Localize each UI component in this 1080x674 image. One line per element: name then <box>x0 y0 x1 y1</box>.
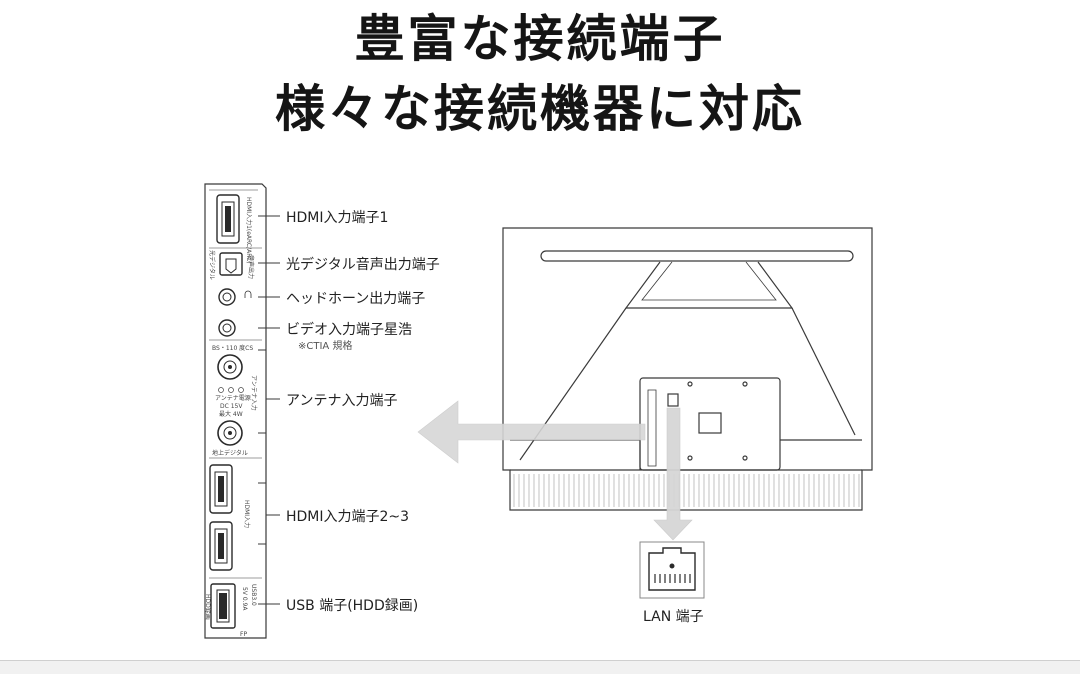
hdmi-side-tag: HDMI入力 <box>243 500 251 528</box>
antenna-bs-jack <box>217 354 243 380</box>
label-usb: USB 端子(HDD録画) <box>286 598 419 614</box>
optical-port <box>219 252 243 276</box>
pointer-arrows <box>417 400 693 541</box>
usb-port <box>210 583 236 629</box>
bottom-divider <box>0 660 1080 674</box>
label-video: ビデオ入力端子星浩 <box>286 322 412 338</box>
left-arrow <box>417 400 646 464</box>
usb-spec: 5V 0.9A <box>241 587 248 611</box>
label-headphone: ヘッドホーン出力端子 <box>286 291 426 307</box>
label-video-note: ※CTIA 規格 <box>298 341 353 352</box>
label-antenna: アンテナ入力端子 <box>286 393 398 409</box>
power-note-3: 最大 4W <box>219 410 243 418</box>
antenna-side-tag: アンテナ入力 <box>250 375 258 411</box>
hdmi-port-2 <box>209 464 233 514</box>
hdd-tag: HDD録画 <box>204 594 212 620</box>
optical-side-tag: 音声出力 <box>247 255 255 279</box>
headline-line-1: 豊富な接続端子 <box>354 10 726 68</box>
hdmi-port-3 <box>209 521 233 571</box>
label-optical: 光デジタル音声出力端子 <box>286 257 440 273</box>
headphone-jack <box>218 288 236 306</box>
leader-lines <box>258 215 280 605</box>
down-arrow <box>653 407 693 541</box>
antenna-terrestrial-jack <box>217 420 243 446</box>
tv-rear-view <box>502 227 873 511</box>
label-lan: LAN 端子 <box>643 609 704 625</box>
hdmi1-panel-tag: HDMI入力1(eARC/ARC) <box>245 197 253 264</box>
headline-line-2: 様々な接続機器に対応 <box>275 80 805 138</box>
label-hdmi1: HDMI入力端子1 <box>286 210 389 226</box>
power-note-2: DC 15V <box>220 403 243 410</box>
lan-port <box>639 541 705 599</box>
usb-tag: USB3.0 <box>250 584 257 606</box>
fp-tag: FP <box>240 631 247 638</box>
power-note-1: アンテナ電源 <box>215 394 251 402</box>
video-jack <box>218 319 236 337</box>
antenna-power-symbol <box>218 387 244 393</box>
headphone-icon <box>244 290 252 298</box>
label-hdmi23: HDMI入力端子2~3 <box>286 509 410 525</box>
tv-bottom-vents <box>513 474 860 507</box>
terrestrial-tag: 地上デジタル <box>212 449 248 457</box>
optical-panel-tag: 光デジタル <box>208 250 216 280</box>
bs-cs-tag: BS・110 度CS <box>212 344 253 352</box>
hdmi-port-1 <box>216 194 240 244</box>
